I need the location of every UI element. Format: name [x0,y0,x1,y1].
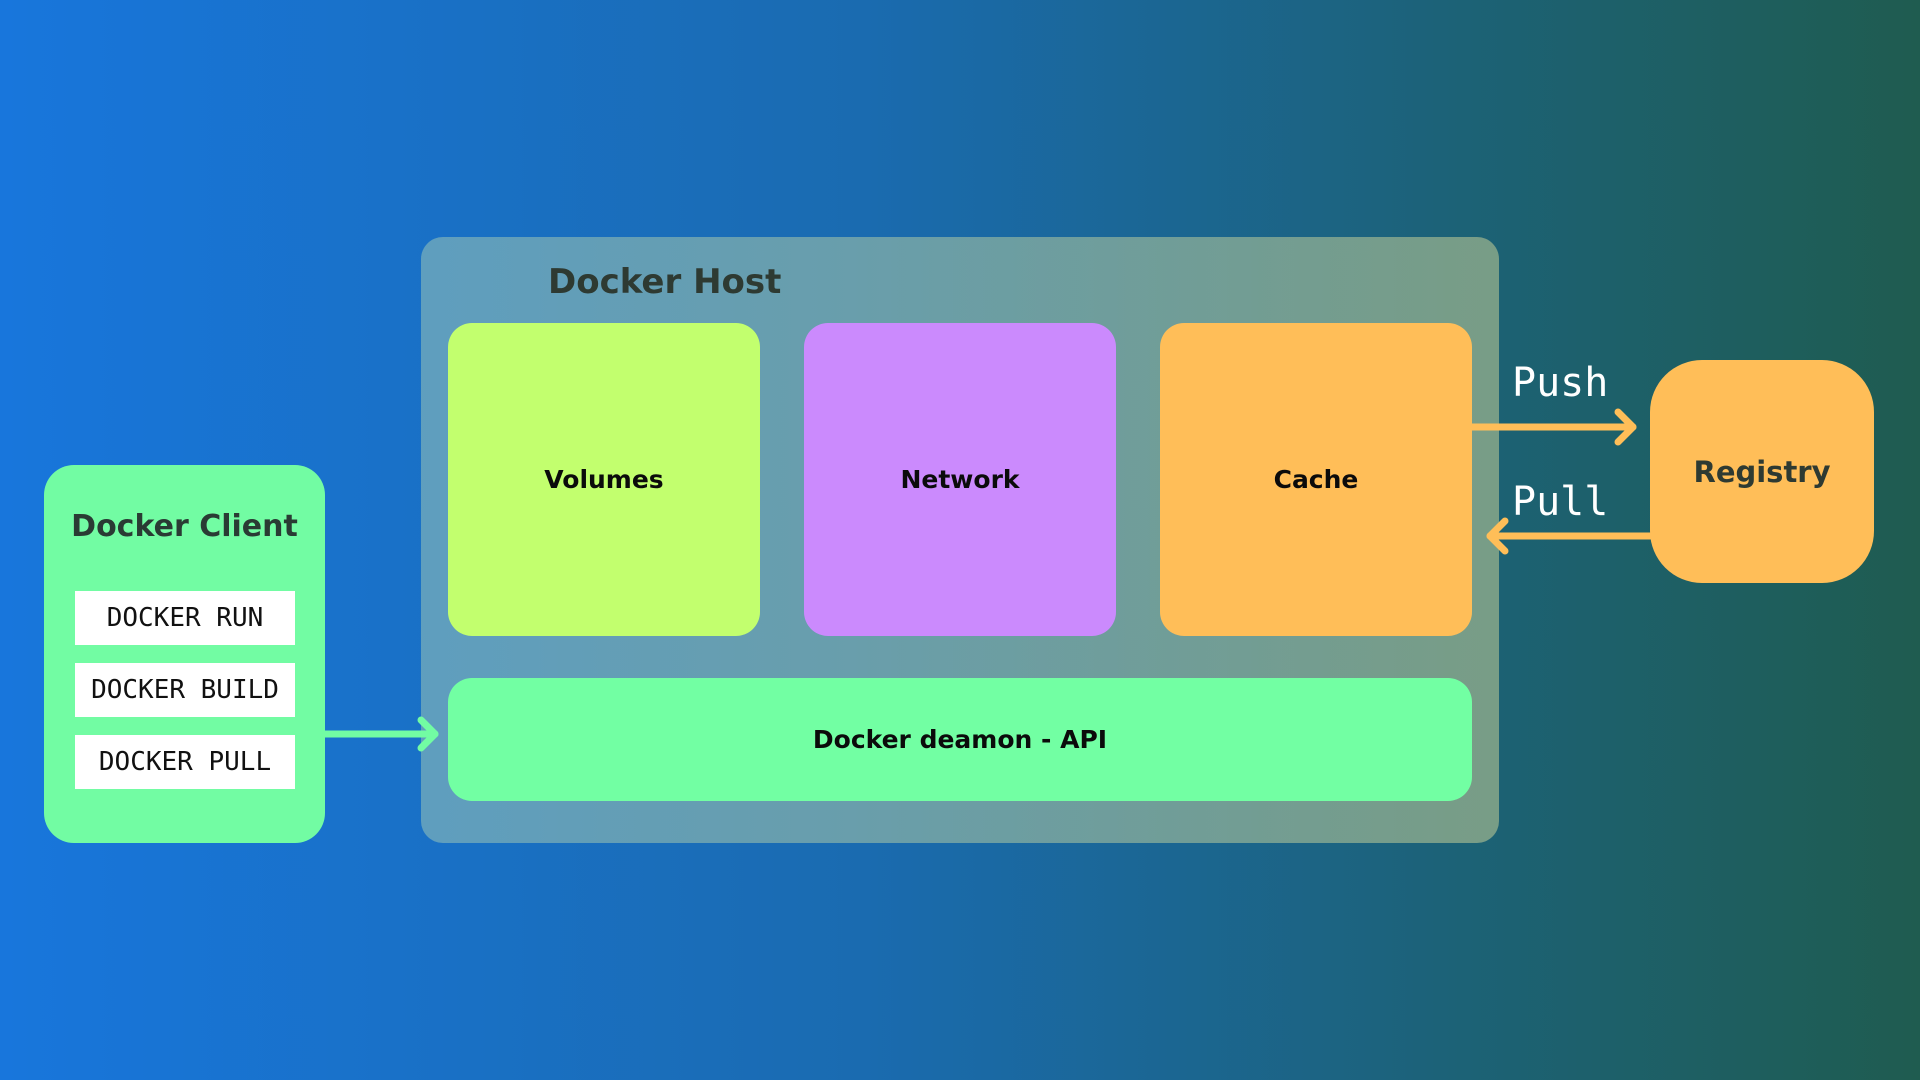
pull-label: Pull [1512,479,1609,525]
volumes-box: Volumes [448,323,760,636]
docker-daemon-api-box: Docker deamon - API [448,678,1472,801]
docker-client-title: Docker Client [71,509,298,544]
volumes-label: Volumes [544,465,664,494]
cache-label: Cache [1273,465,1359,494]
docker-host-title: Docker Host [548,262,782,302]
command-label: DOCKER BUILD [91,675,279,705]
command-docker-build: DOCKER BUILD [75,663,295,717]
network-label: Network [900,465,1020,494]
registry-label: Registry [1693,454,1831,489]
docker-daemon-api-label: Docker deamon - API [812,725,1108,754]
command-docker-run: DOCKER RUN [75,591,295,645]
cache-box: Cache [1160,323,1472,636]
command-docker-pull: DOCKER PULL [75,735,295,789]
command-label: DOCKER PULL [98,747,272,777]
network-box: Network [804,323,1116,636]
command-label: DOCKER RUN [106,603,264,633]
registry-box: Registry [1650,360,1874,583]
push-label: Push [1512,360,1609,406]
client-to-daemon-arrow [321,716,439,752]
